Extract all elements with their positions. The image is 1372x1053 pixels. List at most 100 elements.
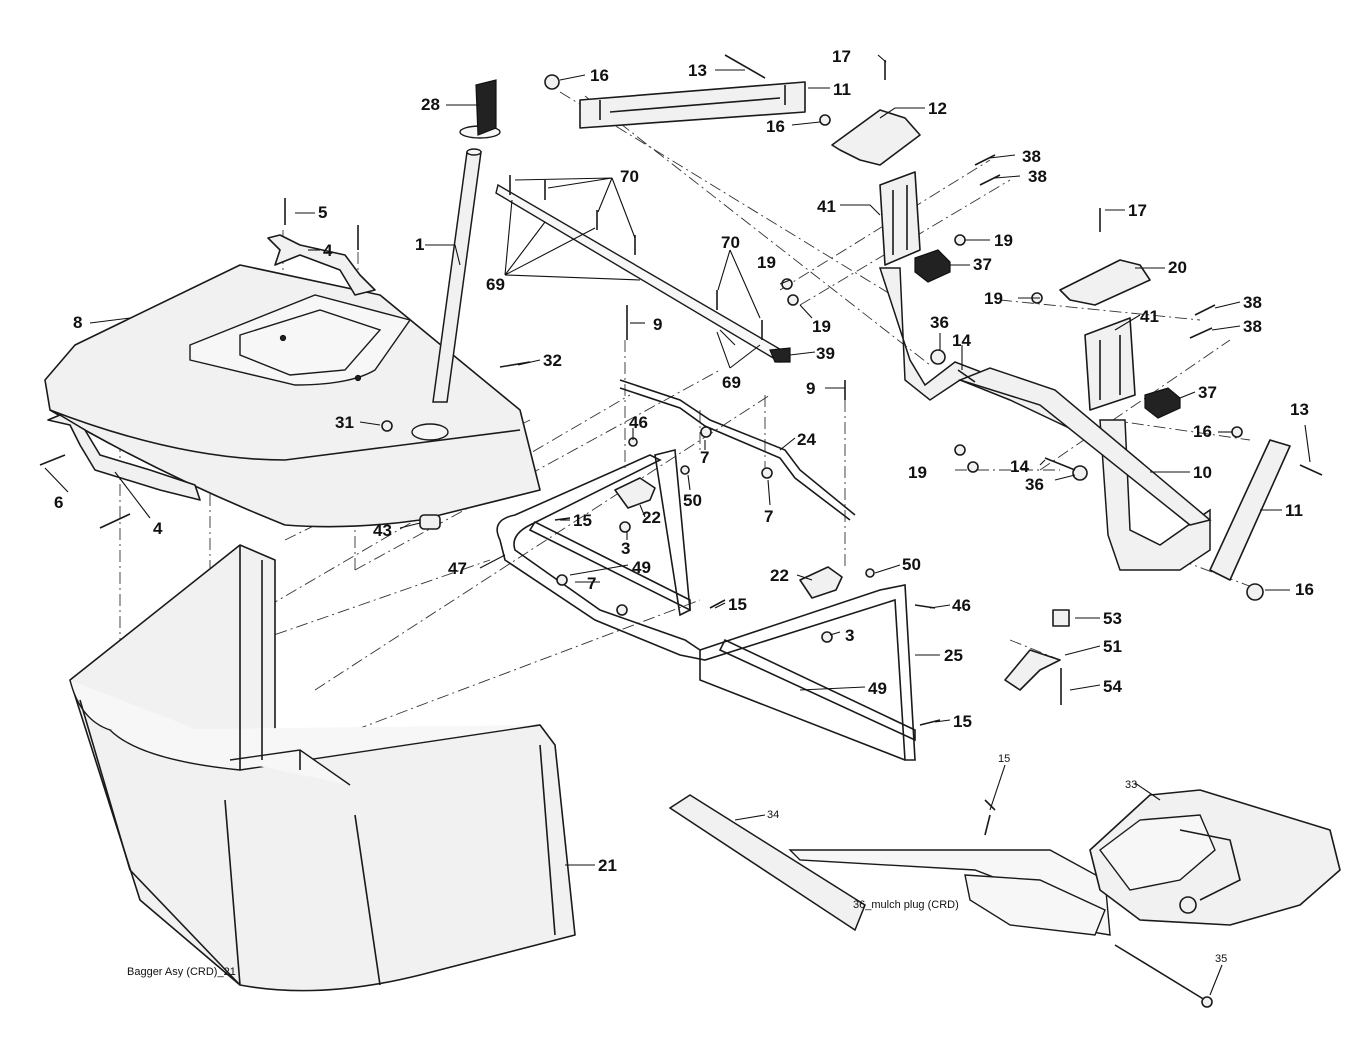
bag-lid bbox=[44, 264, 541, 528]
callout-7a: 7 bbox=[700, 448, 709, 467]
clip-20 bbox=[1059, 259, 1151, 306]
callout-11a: 11 bbox=[833, 80, 851, 99]
callout-15c: 15 bbox=[953, 712, 972, 731]
callout-17a: 17 bbox=[832, 47, 851, 66]
callout-50a: 50 bbox=[683, 491, 702, 510]
callout-50b: 50 bbox=[902, 555, 921, 574]
callout-41b: 41 bbox=[1140, 307, 1159, 326]
callout-47: 47 bbox=[448, 559, 467, 578]
callout-69b: 69 bbox=[722, 373, 741, 392]
callout-31: 31 bbox=[335, 413, 354, 432]
callout-16a: 16 bbox=[590, 66, 609, 85]
top-plate bbox=[495, 183, 792, 363]
callout-38a: 38 bbox=[1022, 147, 1041, 166]
callout-3b: 3 bbox=[845, 626, 854, 645]
callout-46b: 46 bbox=[952, 596, 971, 615]
callout-14a: 14 bbox=[952, 331, 971, 350]
callout-1: 1 bbox=[415, 235, 424, 254]
clip-22-left bbox=[614, 477, 656, 509]
callout-13b: 13 bbox=[1290, 400, 1309, 419]
callout-19b: 19 bbox=[984, 289, 1003, 308]
bumper-37-right bbox=[1144, 387, 1181, 419]
callout-15b: 15 bbox=[728, 595, 747, 614]
mulch-plug-inset bbox=[668, 789, 1341, 1008]
callout-8: 8 bbox=[73, 313, 82, 332]
callout-19a: 19 bbox=[994, 231, 1013, 250]
rod-24 bbox=[619, 379, 856, 521]
callouts: 1 28 5 4 8 6 4 32 31 43 21 16 13 11 16 1… bbox=[54, 47, 1314, 965]
top-bracket bbox=[579, 81, 806, 129]
callout-25: 25 bbox=[944, 646, 963, 665]
indicator-rod bbox=[432, 148, 482, 403]
callout-51: 51 bbox=[1103, 637, 1122, 656]
callout-70b: 70 bbox=[721, 233, 740, 252]
callout-36b: 36 bbox=[1025, 475, 1044, 494]
support-frame bbox=[878, 267, 1212, 571]
callout-49b: 49 bbox=[868, 679, 887, 698]
callout-10: 10 bbox=[1193, 463, 1212, 482]
clip-22-right bbox=[799, 566, 843, 599]
clip-12 bbox=[831, 109, 921, 166]
callout-11b: 11 bbox=[1285, 501, 1303, 520]
callout-7c: 7 bbox=[587, 574, 596, 593]
callout-41a: 41 bbox=[817, 197, 836, 216]
callout-36a: 36 bbox=[930, 313, 949, 332]
callout-53: 53 bbox=[1103, 609, 1122, 628]
callout-54: 54 bbox=[1103, 677, 1122, 696]
callout-15a: 15 bbox=[573, 511, 592, 530]
callout-70a: 70 bbox=[620, 167, 639, 186]
callout-43: 43 bbox=[373, 521, 392, 540]
callout-16d: 16 bbox=[1295, 580, 1314, 599]
callout-22b: 22 bbox=[770, 566, 789, 585]
callout-39: 39 bbox=[816, 344, 835, 363]
callout-7b: 7 bbox=[764, 507, 773, 526]
callout-21: 21 bbox=[598, 856, 617, 875]
inset-caption: 36_mulch plug (CRD) bbox=[853, 899, 959, 911]
lid-handle-front bbox=[47, 414, 201, 501]
bag-body bbox=[69, 544, 576, 992]
callout-19d: 19 bbox=[757, 253, 776, 272]
callout-37a: 37 bbox=[973, 255, 992, 274]
callout-35: 35 bbox=[1215, 953, 1227, 965]
bag-frame bbox=[496, 448, 916, 761]
callout-9a: 9 bbox=[653, 315, 662, 334]
callout-17b: 17 bbox=[1128, 201, 1147, 220]
side-bracket bbox=[1209, 439, 1291, 581]
callout-49a: 49 bbox=[632, 558, 651, 577]
callout-4b: 4 bbox=[153, 519, 163, 538]
callout-38c: 38 bbox=[1243, 293, 1262, 312]
callout-16b: 16 bbox=[766, 117, 785, 136]
callout-38b: 38 bbox=[1028, 167, 1047, 186]
callout-5: 5 bbox=[318, 203, 327, 222]
callout-4: 4 bbox=[323, 241, 333, 260]
callout-22a: 22 bbox=[642, 508, 661, 527]
callout-24: 24 bbox=[797, 430, 816, 449]
rod-grip bbox=[459, 79, 501, 139]
callout-19c: 19 bbox=[908, 463, 927, 482]
callout-19e: 19 bbox=[812, 317, 831, 336]
callout-28: 28 bbox=[421, 95, 440, 114]
callout-16c: 16 bbox=[1193, 422, 1212, 441]
bumper-37-left bbox=[914, 249, 951, 283]
callout-9b: 9 bbox=[806, 379, 815, 398]
leader-lines bbox=[44, 54, 1311, 996]
callout-14b: 14 bbox=[1010, 457, 1029, 476]
bracket-41-left bbox=[879, 171, 921, 266]
callout-6: 6 bbox=[54, 493, 63, 512]
callout-3a: 3 bbox=[621, 539, 630, 558]
callout-20: 20 bbox=[1168, 258, 1187, 277]
callout-46a: 46 bbox=[629, 413, 648, 432]
diagram-caption: Bagger Asy (CRD)_21 bbox=[127, 966, 236, 978]
bracket-41-right bbox=[1084, 317, 1136, 411]
callout-32: 32 bbox=[543, 351, 562, 370]
callout-12: 12 bbox=[928, 99, 947, 118]
hardware bbox=[39, 54, 1323, 726]
callout-15d: 15 bbox=[998, 753, 1010, 765]
callout-33: 33 bbox=[1125, 779, 1137, 791]
callout-69a: 69 bbox=[486, 275, 505, 294]
callout-13a: 13 bbox=[688, 61, 707, 80]
lid-handle-top bbox=[267, 234, 376, 296]
callout-34: 34 bbox=[767, 809, 779, 821]
callout-38d: 38 bbox=[1243, 317, 1262, 336]
